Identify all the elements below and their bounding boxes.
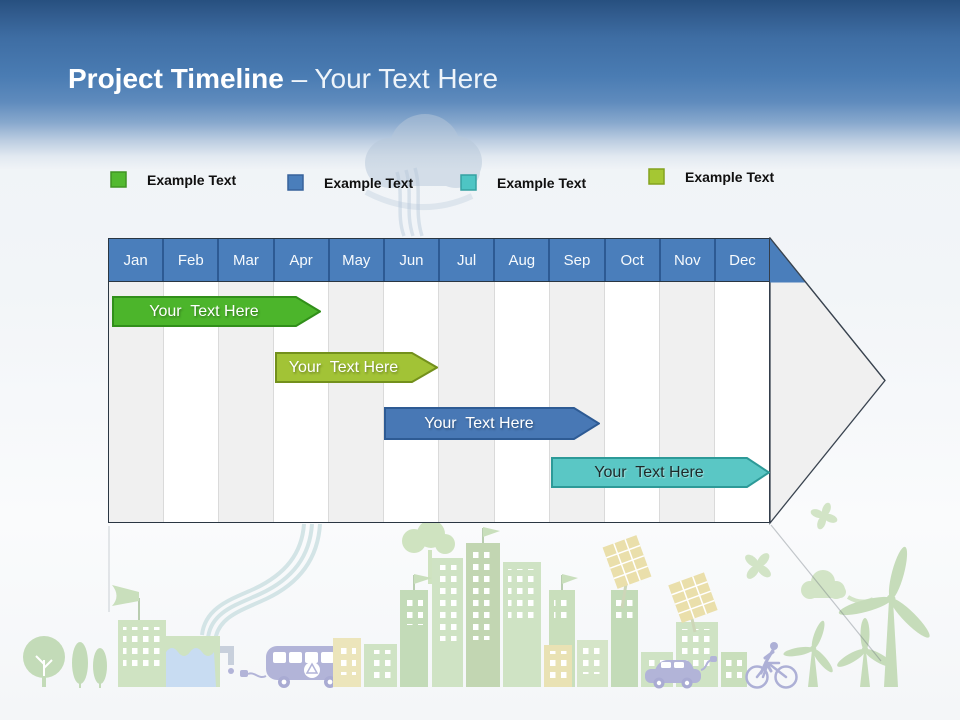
big-arrow-shape bbox=[769, 237, 886, 525]
electric-bus-icon bbox=[240, 646, 346, 688]
legend-swatch-green bbox=[110, 171, 127, 188]
bar-arrow-shape bbox=[112, 296, 321, 327]
bar-label: Your Text Here bbox=[288, 359, 399, 376]
month-cell-oct: Oct bbox=[606, 239, 661, 281]
factory-icon bbox=[112, 585, 234, 687]
cyclist-icon bbox=[745, 642, 798, 689]
legend-item-olive: Example Text bbox=[648, 168, 774, 185]
flower-icon bbox=[745, 553, 771, 579]
tree-icon bbox=[23, 636, 107, 688]
month-cell-dec: Dec bbox=[729, 251, 756, 269]
legend-label: Example Text bbox=[324, 174, 414, 191]
water-tank-icon bbox=[166, 648, 216, 687]
electric-car-icon bbox=[645, 656, 717, 689]
wind-turbine-icon bbox=[783, 620, 833, 687]
page-title: Project Timeline – Your Text Here bbox=[68, 62, 498, 96]
grid-column bbox=[605, 282, 660, 522]
wind-turbine-icon bbox=[837, 618, 893, 687]
legend-label: Example Text bbox=[147, 171, 237, 188]
grid-column bbox=[164, 282, 220, 522]
legend-swatch-blue bbox=[287, 174, 304, 191]
month-cell-jul: Jul bbox=[440, 239, 496, 281]
wind-turbine-icon bbox=[838, 546, 930, 687]
legend-swatch-olive bbox=[648, 168, 665, 185]
grid-column bbox=[384, 282, 440, 522]
tall-tree-icon bbox=[402, 520, 455, 584]
bar-arrow-shape bbox=[384, 407, 600, 440]
legend-item-green: Example Text bbox=[110, 171, 236, 188]
bar-label: Your Text Here bbox=[149, 303, 259, 320]
grid-column bbox=[495, 282, 550, 522]
title-bold: Project Timeline bbox=[68, 63, 284, 94]
month-cell-mar: Mar bbox=[219, 239, 275, 281]
month-cell-nov: Nov bbox=[661, 239, 716, 281]
legend-label: Example Text bbox=[497, 174, 587, 191]
bar-arrow-shape bbox=[551, 457, 770, 488]
month-header-row: Jan Feb Mar Apr May Jun Jul Aug Sep Oct … bbox=[108, 238, 770, 282]
legend-swatch-teal bbox=[460, 174, 477, 191]
gantt-bar-3: Your Text Here bbox=[384, 407, 600, 440]
title-subtitle: – Your Text Here bbox=[283, 63, 499, 94]
month-cell-jan: Jan bbox=[109, 239, 165, 281]
solar-panel-icon bbox=[602, 535, 718, 633]
buildings-group bbox=[333, 520, 747, 687]
bar-arrow-shape bbox=[275, 352, 438, 383]
month-cell-jun: Jun bbox=[385, 239, 441, 281]
gantt-bar-1: Your Text Here bbox=[112, 296, 321, 327]
month-cell-sep: Sep bbox=[550, 239, 606, 281]
green-cloud-icon bbox=[801, 570, 874, 604]
grid-column bbox=[439, 282, 495, 522]
legend-item-teal: Example Text bbox=[460, 174, 586, 191]
bar-label: Your Text Here bbox=[594, 464, 704, 481]
month-cell-aug: Aug bbox=[495, 239, 551, 281]
month-cell-may: May bbox=[330, 239, 385, 281]
water-pipes-icon bbox=[200, 523, 322, 642]
month-cell-feb: Feb bbox=[164, 239, 220, 281]
legend-label: Example Text bbox=[685, 168, 775, 185]
legend-item-blue: Example Text bbox=[287, 174, 413, 191]
bar-label: Your Text Here bbox=[424, 415, 534, 432]
month-cell-apr: Apr bbox=[275, 239, 330, 281]
gantt-bar-4: Your Text Here bbox=[551, 457, 770, 488]
gantt-bar-2: Your Text Here bbox=[275, 352, 438, 383]
grid-column bbox=[329, 282, 385, 522]
grid-column bbox=[274, 282, 330, 522]
